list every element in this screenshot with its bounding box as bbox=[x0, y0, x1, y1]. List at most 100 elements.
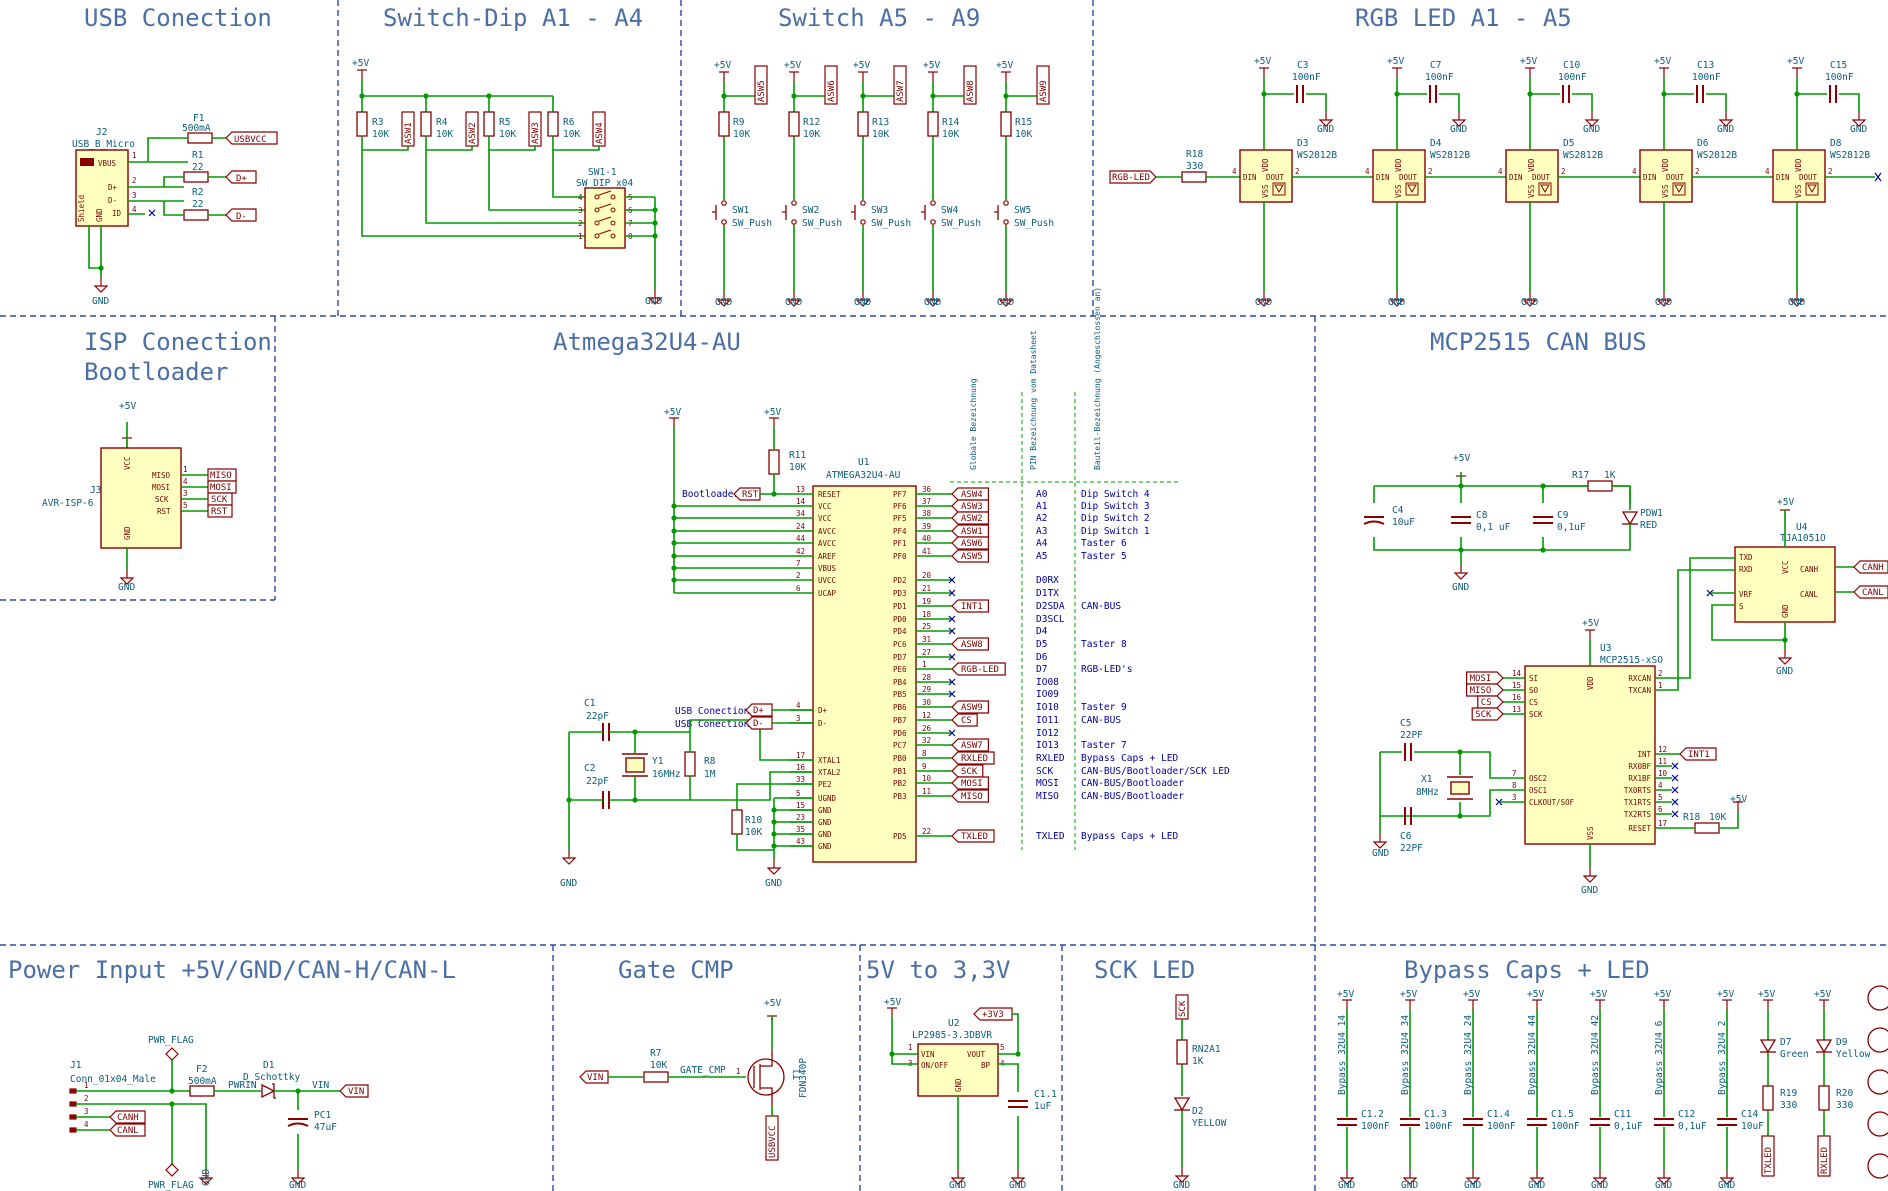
u2-vout: VOUT bbox=[967, 1050, 986, 1059]
u1-global-name: D2SDA bbox=[1036, 601, 1065, 612]
u1-net-label: ASW2 bbox=[961, 514, 983, 524]
j3-num-4: 4 bbox=[183, 477, 188, 486]
led-dout: DOUT bbox=[1399, 173, 1418, 182]
bypass-cap-value: 100nF bbox=[1551, 1121, 1580, 1132]
r2-ref: R2 bbox=[192, 187, 203, 198]
led-cap-gnd: GND bbox=[1717, 124, 1734, 135]
sw1-value: SW_DIP_x04 bbox=[576, 178, 633, 189]
u1-left-pin-name: GND bbox=[818, 830, 832, 839]
led-value: WS2812B bbox=[1830, 150, 1870, 161]
r1-value: 22 bbox=[192, 162, 203, 173]
sw-gnd: GND bbox=[924, 297, 941, 308]
u3-right-num: 11 bbox=[1658, 757, 1667, 766]
asw2-label: ASW2 bbox=[468, 122, 478, 144]
sw-res-value: 10K bbox=[803, 129, 820, 140]
u3-osc-pin: OSC2 bbox=[1529, 774, 1547, 783]
sw-net-label: ASW5 bbox=[757, 80, 767, 102]
status-led-ref: D7 bbox=[1780, 1037, 1791, 1048]
bypass-cap-ref: C11 bbox=[1614, 1109, 1631, 1120]
u1-right-pin-num: 10 bbox=[922, 774, 932, 783]
d1-ref: D1 bbox=[263, 1060, 275, 1071]
j3-mosi-pin: MOSI bbox=[152, 483, 170, 492]
asw3-label: ASW3 bbox=[531, 122, 541, 144]
power-gnd-a: GND bbox=[201, 1169, 212, 1186]
f2-value: 500mA bbox=[188, 1076, 217, 1087]
led-vdd: VDD bbox=[1794, 158, 1803, 172]
section-titles: USB Conection Switch-Dip A1 - A4 Switch … bbox=[8, 4, 1650, 984]
u3-left-num: 16 bbox=[1512, 693, 1522, 702]
u1-right-pin-name: PB1 bbox=[893, 767, 907, 776]
title-dip: Switch-Dip A1 - A4 bbox=[383, 4, 643, 32]
rgb-led-input-label: RGB-LED bbox=[1112, 173, 1150, 183]
led-cap-value: 100nF bbox=[1292, 72, 1321, 83]
u1-right-pin-name: PD1 bbox=[893, 602, 907, 611]
u1-left-pin-name: RESET bbox=[818, 490, 841, 499]
u1-left-pin-name: VBUS bbox=[818, 564, 837, 573]
u1-pin-desc: Bypass Caps + LED bbox=[1081, 753, 1179, 764]
sw-res-value: 10K bbox=[733, 129, 750, 140]
dip-pin-3: 3 bbox=[578, 206, 583, 215]
bypass-vcc: +5V bbox=[1527, 989, 1544, 1000]
u1-pin-desc: Dip Switch 1 bbox=[1081, 526, 1150, 537]
can-canl-label: CANL bbox=[1862, 588, 1884, 598]
r5-ref: R5 bbox=[499, 117, 510, 128]
u1-pin-desc: CAN-BUS bbox=[1081, 601, 1121, 612]
led-cap-value: 100nF bbox=[1558, 72, 1587, 83]
j3-rst-pin: RST bbox=[157, 507, 171, 516]
u1-left-pin-num: 5 bbox=[796, 789, 801, 798]
u1-left-pin-name: UVCC bbox=[818, 576, 836, 585]
u1-global-name: D4 bbox=[1036, 626, 1048, 637]
u1-net-label: ASW8 bbox=[961, 640, 983, 650]
r8-ref: R8 bbox=[704, 756, 716, 767]
u1-net-label: SCK bbox=[961, 767, 978, 777]
x1-ref: X1 bbox=[1421, 774, 1433, 785]
j2-pin-id: ID bbox=[112, 209, 122, 218]
u1-net-label: ASW4 bbox=[961, 490, 983, 500]
u1-right-pin-num: 39 bbox=[922, 522, 931, 531]
j3-num-3: 3 bbox=[183, 489, 188, 498]
led-dout: DOUT bbox=[1799, 173, 1818, 182]
sck-led-section: SCK RN2A1 1K D2 YELLOW GND bbox=[1173, 994, 1227, 1191]
u3-left-pin: CS bbox=[1529, 698, 1539, 707]
bypass-label: Bypass 32U4 44 bbox=[1527, 1015, 1538, 1095]
u1-global-name: IO09 bbox=[1036, 689, 1059, 700]
j2-num-4: 4 bbox=[132, 205, 137, 214]
u1-right-pin-name: PC7 bbox=[893, 741, 907, 750]
usb-icon bbox=[80, 158, 94, 166]
u1-pin-desc: Dip Switch 4 bbox=[1081, 489, 1150, 500]
u1-right-pin-name: PB7 bbox=[893, 716, 907, 725]
pdw1-value: RED bbox=[1640, 520, 1657, 531]
u1-global-name: D6 bbox=[1036, 652, 1048, 663]
led-vcc: +5V bbox=[1254, 56, 1271, 67]
u1-right-pin-num: 19 bbox=[922, 597, 931, 606]
u1-right-pin-name: PD0 bbox=[893, 615, 907, 624]
r10-ref: R10 bbox=[745, 815, 762, 826]
u1-right-pin-name: PF4 bbox=[893, 527, 907, 536]
u3-left-num: 14 bbox=[1512, 669, 1522, 678]
r6-value: 10K bbox=[563, 129, 580, 140]
isp-miso-label: MISO bbox=[210, 471, 232, 481]
u1-net-label: TXLED bbox=[961, 832, 988, 842]
u1-right-pin-num: 27 bbox=[922, 648, 931, 657]
u4-canl: CANL bbox=[1800, 590, 1819, 599]
title-gate: Gate CMP bbox=[618, 956, 734, 984]
title-bypass: Bypass Caps + LED bbox=[1404, 956, 1650, 984]
bypass-cap-ref: C1.3 bbox=[1424, 1109, 1447, 1120]
f2-ref: F2 bbox=[196, 1064, 207, 1075]
col-header-pin: PIN Bezeichnung vom Datasheet bbox=[1029, 330, 1038, 470]
isp-mosi-label: MOSI bbox=[210, 483, 232, 493]
led-cap-gnd: GND bbox=[1450, 124, 1467, 135]
dip-pin-2: 2 bbox=[578, 219, 583, 228]
power-section: J1 Conn_01x04_Male 1 2 3 4 CANH CANL PWR… bbox=[69, 1035, 369, 1191]
u4-ref: U4 bbox=[1796, 522, 1808, 533]
u1-global-name: IO13 bbox=[1036, 740, 1059, 751]
led-vss: VSS bbox=[1661, 184, 1670, 198]
u1-net-label: RXLED bbox=[961, 754, 988, 764]
reg-out-label: +3V3 bbox=[982, 1010, 1004, 1020]
u3-right-pin: RXCAN bbox=[1628, 674, 1651, 683]
bypass-gnd: GND bbox=[1338, 1180, 1355, 1191]
